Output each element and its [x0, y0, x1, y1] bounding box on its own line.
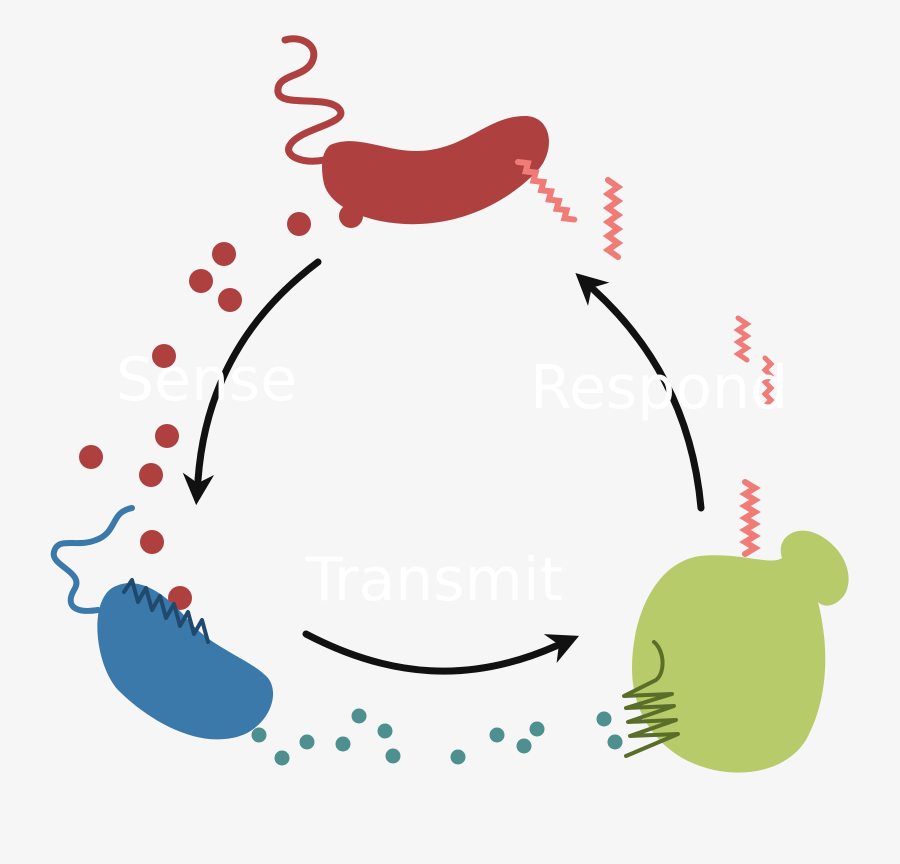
green-receptor: [622, 640, 680, 758]
red-molecule: [140, 530, 164, 554]
helix-proteins: [515, 159, 775, 557]
blue-cell-body: [97, 583, 274, 740]
helix-protein: [733, 315, 752, 363]
red-bacterium: [274, 35, 549, 225]
red-molecule: [139, 463, 163, 487]
red-molecule: [152, 344, 176, 368]
green-cell: [622, 530, 849, 773]
teal-molecule: [529, 721, 545, 737]
respond-label: Respond: [530, 353, 789, 423]
green-cell-body: [632, 530, 849, 773]
blue-flagellum: [50, 505, 135, 614]
cycle-arrows: [182, 258, 705, 675]
blue-receptor: [122, 578, 210, 644]
sense-arrow: [182, 258, 322, 506]
transmit-arrow: [302, 630, 580, 675]
teal-molecule: [335, 736, 351, 752]
teal-molecule: [377, 723, 393, 739]
teal-molecule: [607, 734, 623, 750]
red-molecule: [155, 424, 179, 448]
red-molecule: [339, 204, 363, 228]
helix-protein: [739, 479, 761, 557]
teal-molecule: [251, 727, 267, 743]
teal-molecule: [516, 738, 532, 754]
red-molecule: [287, 212, 311, 236]
red-molecule: [212, 242, 236, 266]
transmit-label: Transmit: [306, 545, 564, 615]
teal-molecule: [351, 708, 367, 724]
teal-molecule: [274, 750, 290, 766]
sense-label: Sense: [116, 345, 298, 415]
teal-molecule: [385, 748, 401, 764]
helix-protein: [761, 355, 775, 409]
red-molecule: [79, 445, 103, 469]
red-signal-molecules: [79, 204, 363, 610]
helix-protein: [602, 177, 624, 260]
respond-arrow: [575, 272, 705, 512]
teal-molecule: [489, 727, 505, 743]
red-molecule: [218, 288, 242, 312]
teal-molecule: [299, 734, 315, 750]
blue-bacterium: [50, 505, 274, 740]
red-flagellum: [274, 35, 345, 165]
teal-signal-molecules: [251, 708, 623, 766]
teal-molecule: [596, 711, 612, 727]
teal-molecule: [450, 749, 466, 765]
red-molecule: [189, 269, 213, 293]
helix-protein: [515, 159, 578, 223]
red-cell-body: [322, 116, 549, 225]
